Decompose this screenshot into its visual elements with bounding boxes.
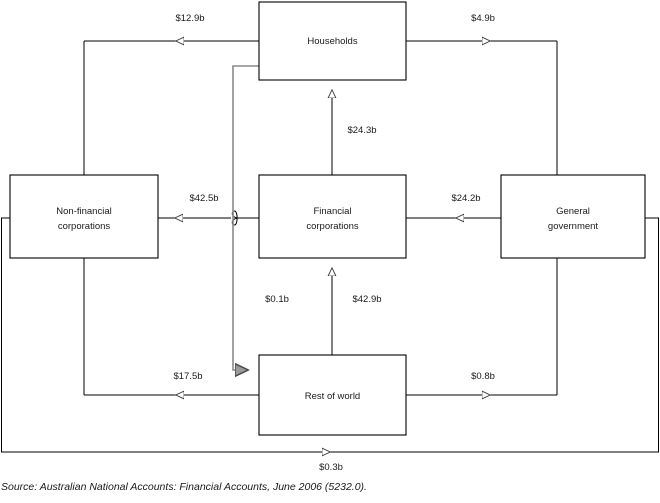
edge-row-to-govt — [406, 258, 558, 395]
flow-label-row-to-nonfin: $17.5b — [173, 371, 202, 382]
node-nonfinancial-corporations[interactable]: Non-financial corporations — [9, 174, 159, 259]
node-financial-corporations[interactable]: Financial corporations — [258, 174, 407, 259]
node-nonfinancial-label-line1: Non-financial — [56, 206, 111, 217]
edge-hh-to-row — [232, 65, 259, 370]
node-financial-label-line1: Financial — [313, 206, 351, 217]
node-households[interactable]: Households — [258, 1, 407, 81]
node-rest-of-world-label: Rest of world — [305, 391, 360, 402]
node-financial-label-line2: corporations — [306, 221, 359, 232]
flow-label-row-to-fin: $42.9b — [352, 294, 381, 305]
source-note: Source: Australian National Accounts: Fi… — [1, 481, 367, 493]
edge-hh-to-nonfin — [83, 41, 259, 175]
node-general-government[interactable]: General government — [500, 174, 646, 259]
flow-label-hh-to-row: $0.1b — [265, 294, 289, 305]
flow-label-hh-to-govt: $4.9b — [471, 13, 495, 24]
node-rest-of-world[interactable]: Rest of world — [258, 354, 407, 436]
node-government-label-line2: government — [548, 221, 599, 232]
node-nonfinancial-label-line2: corporations — [58, 221, 111, 232]
node-government-label-line1: General — [556, 206, 590, 217]
edge-nonfin-to-govt — [1, 217, 659, 452]
flow-label-fin-to-nonfin: $42.5b — [189, 193, 218, 204]
flow-label-hh-to-nonfin: $12.9b — [175, 13, 204, 24]
flow-label-row-to-govt: $0.8b — [471, 371, 495, 382]
edge-row-to-nonfin — [83, 258, 259, 395]
node-households-label: Households — [307, 36, 357, 47]
edge-fin-to-nonfin — [158, 210, 259, 226]
flow-label-fin-to-hh: $24.3b — [347, 125, 376, 136]
edge-hh-to-govt — [406, 41, 558, 175]
flow-label-govt-to-fin: $24.2b — [451, 193, 480, 204]
flow-label-nonfin-to-govt: $0.3b — [319, 462, 343, 473]
